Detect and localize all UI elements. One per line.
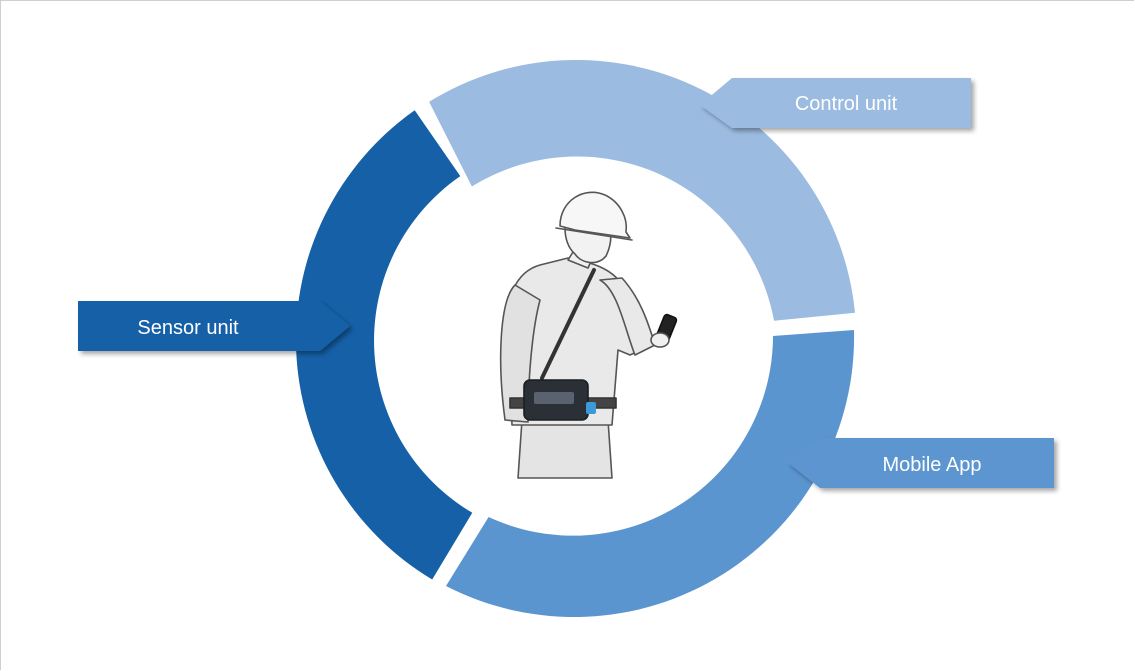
callout-control-unit: Control unit <box>700 78 971 128</box>
callout-sensor-unit: Sensor unit <box>78 301 350 351</box>
callout-sensor-unit-shape <box>78 301 350 351</box>
segment-sensor-unit <box>295 110 473 580</box>
worker-illustration <box>499 191 678 479</box>
callout-control-unit-shape <box>700 78 971 128</box>
callout-mobile-app-shape <box>787 438 1054 488</box>
segment-mobile-app <box>446 330 855 618</box>
callout-mobile-app: Mobile App <box>787 438 1054 488</box>
label-control-unit: Control unit <box>795 93 898 115</box>
label-mobile-app: Mobile App <box>883 454 982 476</box>
label-sensor-unit: Sensor unit <box>137 317 239 339</box>
